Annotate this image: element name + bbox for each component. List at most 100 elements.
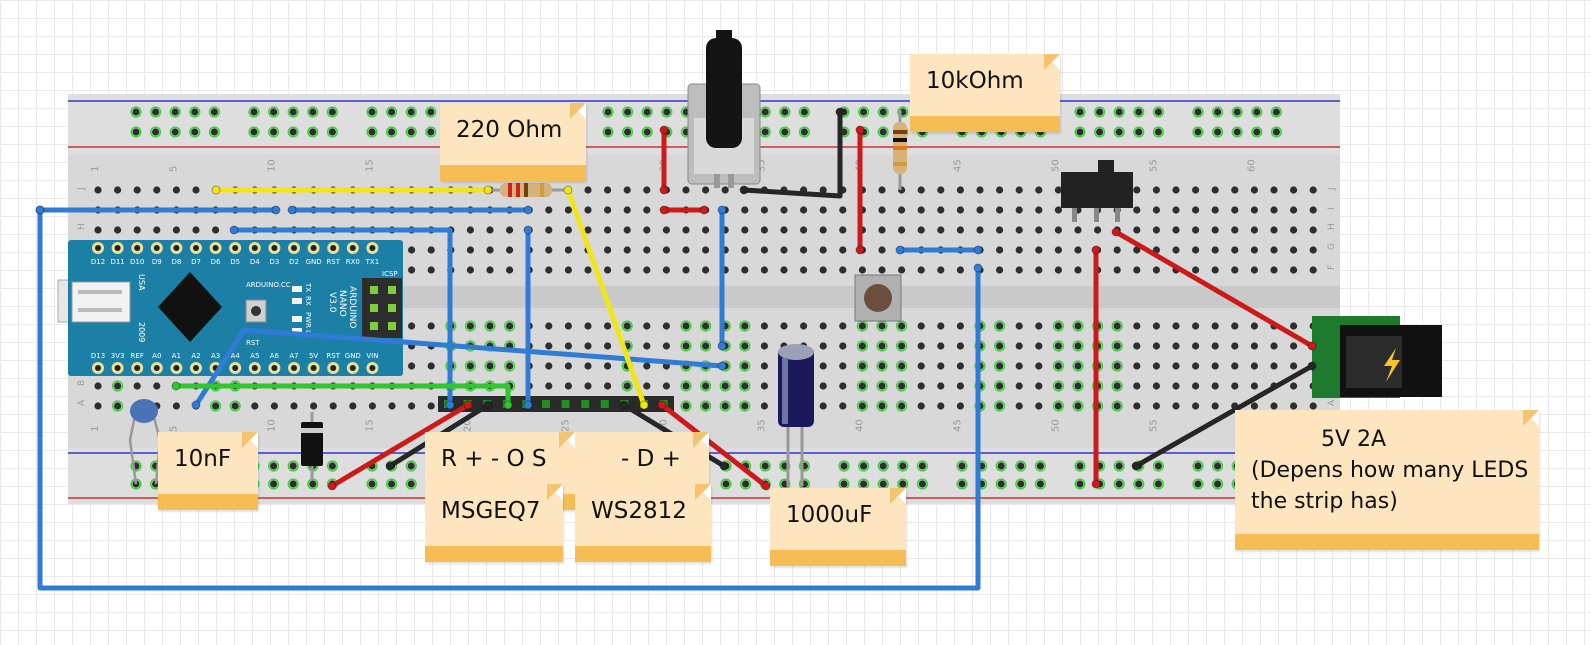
note-1000uf[interactable]: 1000uF [770,488,906,566]
rail-hole [761,128,769,136]
note-ws2812[interactable]: WS2812 [575,484,711,562]
breadboard-hole [466,246,474,254]
rail-hole-highlight [956,478,968,490]
breadboard-hole [996,402,1004,410]
rail-hole [1135,480,1143,488]
rail-hole-highlight [287,106,299,118]
breadboard-hole [153,226,161,234]
connected-hole [699,400,712,412]
wire-red[interactable] [329,402,471,489]
breadboard-hole [133,226,141,234]
arduino-pin-label: A0 [152,352,161,360]
breadboard-hole [1270,206,1278,214]
rail-hole-highlight [405,460,417,472]
wire-black[interactable] [741,109,843,199]
note-10k-ohm[interactable]: 10kOhm [910,54,1060,132]
breadboard-hole [1133,206,1141,214]
rail-hole [368,128,376,136]
rail-hole-highlight [877,126,889,138]
wire-yellow[interactable] [565,187,647,408]
breadboard-hole [604,206,612,214]
rail-hole-highlight [1192,106,1204,118]
wire-endpoint [699,205,709,215]
resistor-band [893,138,907,142]
icsp-pin [370,304,378,312]
note-msgeq7[interactable]: MSGEQ7 [425,484,563,562]
rail-hole-highlight [405,106,417,118]
capacitor-disc [130,399,158,423]
connected-hole [1111,380,1123,392]
rail-hole-highlight [1093,126,1106,138]
icsp-pin [388,286,396,294]
breadboard-hole [1074,362,1082,370]
breadboard-hole [623,226,631,234]
note-power-supply[interactable]: 5V 2A (Depens how many LEDS the strip ha… [1235,410,1539,550]
breadboard-hole [741,362,749,370]
breadboard-hole [741,402,749,410]
reset-button-cap [251,306,261,316]
breadboard-hole [153,186,161,194]
breadboard-hole [839,266,847,274]
rail-hole [328,462,336,470]
breadboard-hole [1309,226,1317,234]
note-220-ohm[interactable]: 220 Ohm [440,103,586,181]
breadboard-hole [760,382,769,390]
wire-blue-loop[interactable] [37,207,981,591]
arduino-pin-hole [251,245,258,251]
breadboard-hole [976,186,984,194]
rail-hole-highlight [268,460,280,472]
breadboard-hole [604,266,612,274]
wire-red[interactable] [659,402,769,489]
wire-endpoint [171,381,181,391]
breadboard-hole [1035,362,1043,370]
breadboard-hole [486,362,494,370]
wire-black[interactable] [1133,363,1315,469]
rail-hole-highlight [425,126,437,138]
breadboard-hole [1152,342,1160,350]
rail-hole [958,462,966,470]
breadboard-hole [1133,186,1141,194]
wire-endpoint [739,185,749,195]
rail-hole [328,108,336,116]
wire-red[interactable] [1113,229,1315,349]
breadboard-hole [839,246,847,254]
breadboard-hole [839,206,847,214]
connected-hole [856,340,869,352]
breadboard-hole [1290,266,1298,274]
switch-leg [1094,208,1099,222]
arduino-pins [92,242,379,374]
rail-hole-highlight [877,460,889,472]
breadboard-hole [1035,266,1043,274]
breadboard-hole [1250,206,1258,214]
arduino-label-brand: ARDUINO [347,286,357,328]
breadboard-hole [1015,362,1023,370]
connected-hole [1111,340,1123,352]
push-button [854,274,902,322]
connected-hole [993,380,1006,392]
breadboard-hole [996,186,1004,194]
breadboard-hole [937,266,945,274]
connected-hole [1111,400,1123,412]
rail-hole-highlight [1251,106,1263,118]
breadboard-hole [1231,382,1239,390]
note-10nf[interactable]: 10nF [158,432,258,510]
breadboard-hole [878,186,886,194]
rail-hole [1154,128,1162,136]
breadboard-hole [858,362,867,370]
wire-green[interactable] [173,383,511,408]
wire-blue[interactable] [193,327,725,408]
rail-hole-highlight [1074,106,1086,118]
usb-port [71,281,131,323]
breadboard-hole [780,266,788,274]
connected-hole [111,400,124,412]
arduino-label-tx: TX [304,282,312,292]
note-footer [425,546,563,562]
breadboard-hole [1172,342,1180,350]
breadboard-hole [388,402,396,410]
rail-hole [309,108,317,116]
rail-hole [800,128,809,136]
breadboard-hole [1211,186,1219,194]
rail-hole [1036,462,1044,470]
rail-hole [1076,128,1084,136]
breadboard-hole [564,342,573,350]
